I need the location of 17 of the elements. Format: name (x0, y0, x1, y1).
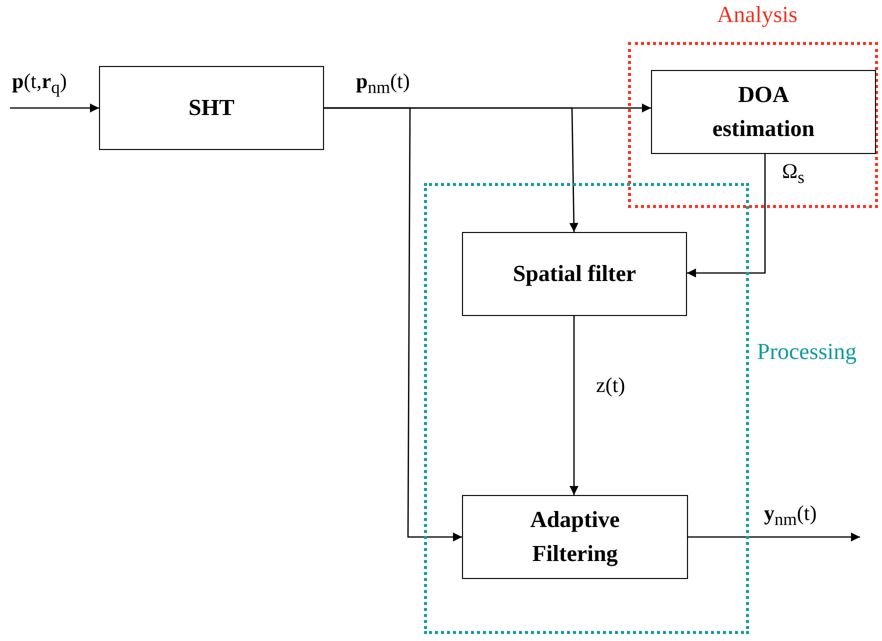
box-label: Adaptive Filtering (529, 506, 621, 568)
process-box (462, 232, 687, 316)
arrow (570, 316, 578, 495)
process-box (462, 495, 688, 579)
arrow (10, 104, 99, 112)
region-title: Processing (757, 339, 857, 365)
edge-label: z(t) (594, 374, 628, 398)
region-title: Analysis (717, 2, 798, 28)
box-label: Spatial filter (512, 260, 636, 288)
box-label: SHT (188, 94, 235, 122)
process-box (99, 66, 324, 150)
edge-label: p(t,r$_{q}$) (10, 70, 69, 98)
arrow (688, 532, 860, 542)
arrow (324, 107, 462, 542)
arrow (687, 154, 766, 278)
box-label: DOA estimation (711, 80, 816, 143)
process-box (651, 70, 876, 154)
